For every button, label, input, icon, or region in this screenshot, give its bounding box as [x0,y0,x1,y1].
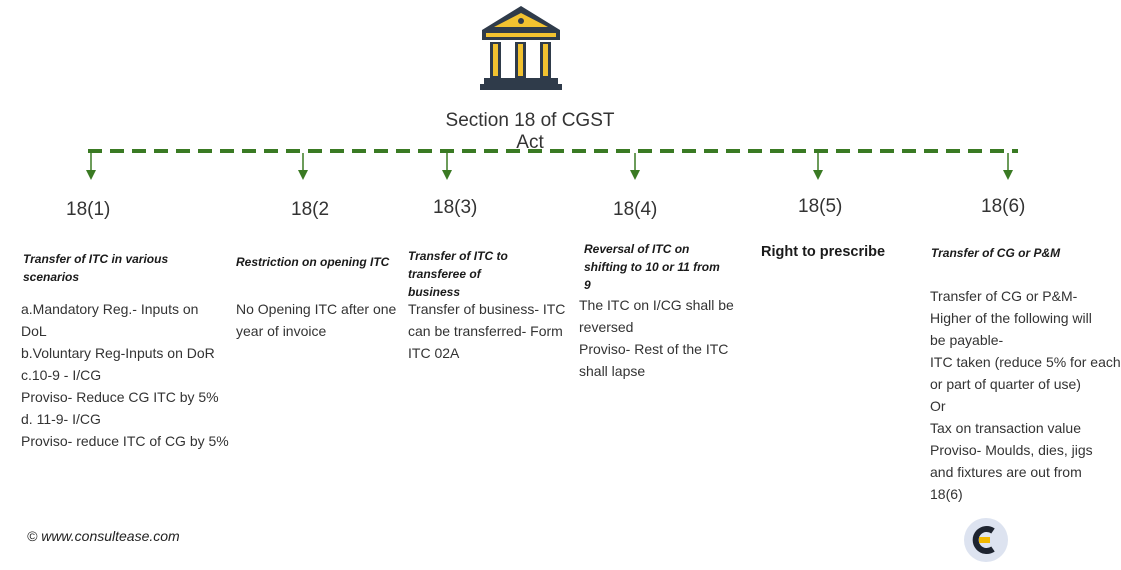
section-line: 18(6) [930,486,963,502]
section-body-18-6: Transfer of CG or P&M- Higher of the fol… [930,285,1121,505]
section-body-18-1: a.Mandatory Reg.- Inputs on DoL b.Volunt… [21,298,229,452]
section-line: ITC 02A [408,345,460,361]
section-line: ITC taken (reduce 5% for each [930,354,1121,370]
section-line: Tax on transaction value [930,420,1081,436]
section-line: No Opening ITC after one [236,301,397,317]
section-line: year of invoice [236,323,327,339]
section-line: can be transferred- Form [408,323,563,339]
section-heading-18-4: Reversal of ITC on shifting to 10 or 11 … [584,242,720,292]
section-line: d. 11-9- I/CG [21,411,101,427]
section-number-18-2: 18(2 [291,199,330,220]
section-line: DoL [21,323,47,339]
section-number-18-3: 18(3) [433,197,478,218]
section-line: a.Mandatory Reg.- Inputs on [21,301,199,317]
section-heading-18-5: Right to prescribe [761,244,886,260]
section-number-18-1: 18(1) [66,199,111,220]
courthouse-icon [480,6,562,90]
section-line: reversed [579,319,634,335]
section-line: Or [930,398,946,414]
arrow-18-3 [442,153,452,180]
consultease-logo-icon [964,518,1008,562]
timeline-arrows [86,153,1013,180]
section-line: Transfer of business- ITC [408,301,566,317]
section-number-18-4: 18(4) [613,199,658,220]
section-line: The ITC on I/CG shall be [579,297,734,313]
section-heading-18-2: Restriction on opening ITC [236,255,390,269]
section-number-18-6: 18(6) [981,196,1026,217]
section-line: be payable- [930,332,1004,348]
section-line: b.Voluntary Reg-Inputs on DoR [21,345,215,361]
section-body-18-4: The ITC on I/CG shall be reversed Provis… [579,294,734,382]
section-line: and fixtures are out from [930,464,1082,480]
section-heading-18-1: Transfer of ITC in various scenarios [23,252,169,284]
section-body-18-3: Transfer of business- ITC can be transfe… [408,298,565,364]
arrow-18-1 [86,153,96,180]
arrow-18-4 [630,153,640,180]
copyright-footer: © www.consultease.com [27,528,180,544]
section-line: shall lapse [579,363,646,379]
section-line: Transfer of CG or P&M- [930,288,1078,304]
section-heading-18-6: Transfer of CG or P&M [931,246,1061,260]
timeline [86,149,1018,180]
section-line: or part of quarter of use) [930,376,1081,392]
section-line: Higher of the following will [930,310,1092,326]
section-line: Proviso- reduce ITC of CG by 5% [21,433,229,449]
section-line: Proviso- Moulds, dies, jigs [930,442,1093,458]
arrow-18-5 [813,153,823,180]
section-heading-18-3: Transfer of ITC to transferee of busines… [408,249,508,299]
arrow-18-6 [1003,153,1013,180]
section-line: Proviso- Reduce CG ITC by 5% [21,389,219,405]
section-number-18-5: 18(5) [798,196,843,217]
section-line: c.10-9 - I/CG [21,367,102,383]
section-body-18-2: No Opening ITC after one year of invoice [236,298,396,342]
diagram-title: Section 18 of CGST Act [445,110,615,153]
section-line: Proviso- Rest of the ITC [579,341,729,357]
arrow-18-2 [298,153,308,180]
